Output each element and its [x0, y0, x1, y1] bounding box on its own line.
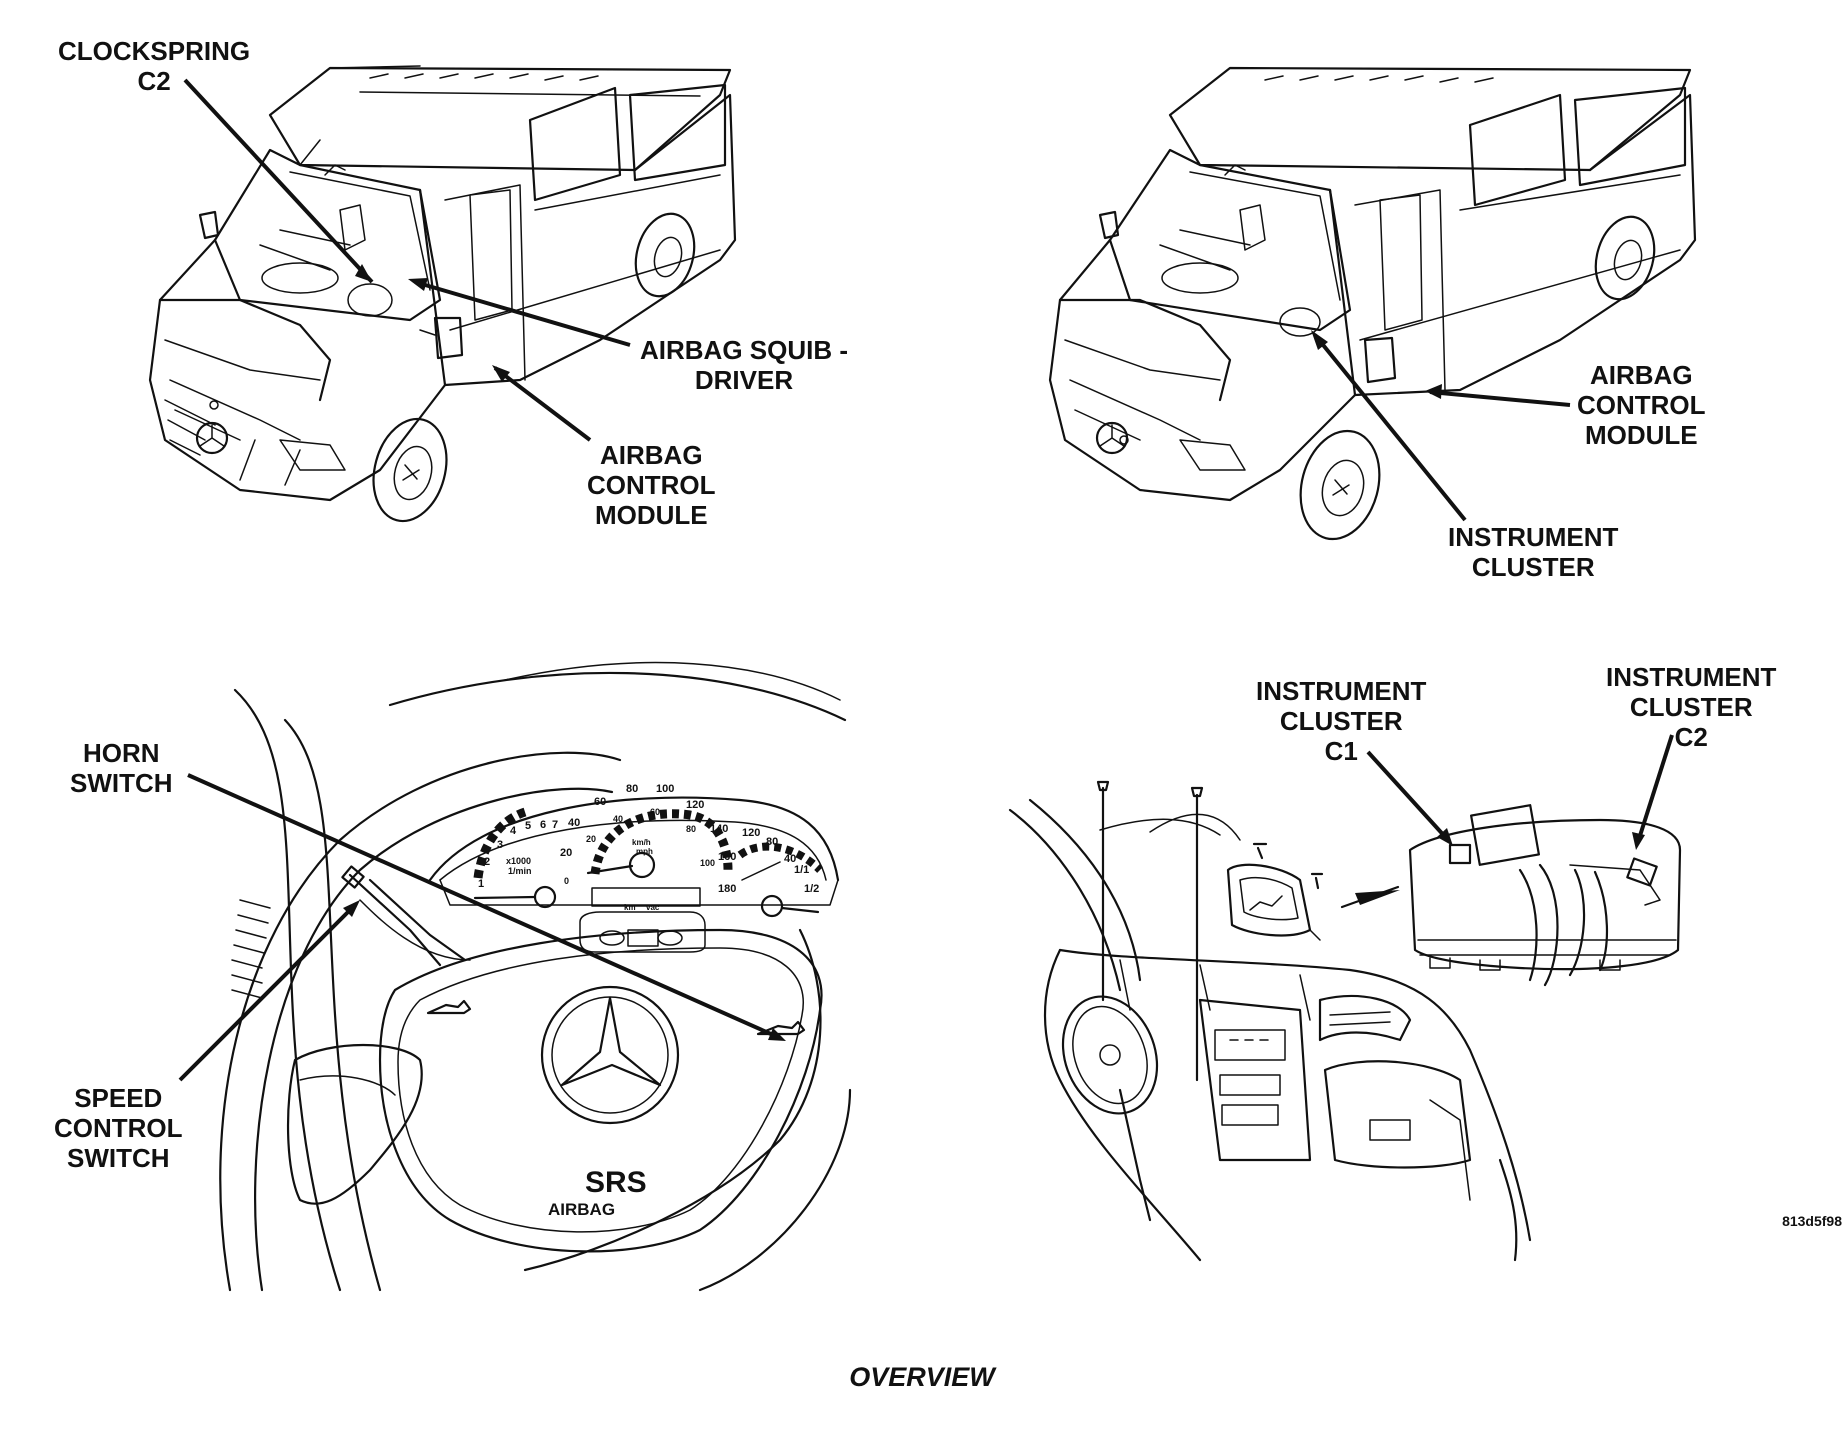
label-instrument-cluster: INSTRUMENT CLUSTER	[1448, 522, 1618, 582]
label-line: INSTRUMENT	[1606, 662, 1777, 692]
fuel-mark: 1/1	[794, 864, 809, 876]
speed-inner-num: 40	[613, 814, 623, 824]
dash-cluster-illustration	[1008, 780, 1682, 1262]
odo-units: km	[624, 903, 636, 912]
van-left-illustration	[148, 65, 737, 523]
fuel-mark: 1/2	[804, 883, 819, 895]
gauge-numbers: 1 2 3 4 5 6 7 x1000 1/min 20 40 60 80 10…	[478, 783, 819, 912]
right-num: 40	[784, 853, 796, 865]
label-line: SWITCH	[70, 768, 173, 798]
label-line: CLUSTER	[1279, 706, 1403, 736]
label-line: CLUSTER	[1629, 692, 1753, 722]
label-line: CLUSTER	[1471, 552, 1595, 582]
label-line: AIRBAG	[1589, 360, 1693, 390]
speed-outer-num: 160	[718, 851, 736, 863]
van-left-leaders	[183, 78, 631, 442]
leader-horn	[187, 773, 781, 1040]
leader-c1	[1366, 750, 1450, 842]
label-airbag-squib-line2: DRIVER	[694, 365, 794, 395]
speed-outer-num: 120	[686, 799, 704, 811]
speed-units: km/h	[632, 838, 651, 847]
tach-num: 2	[484, 856, 490, 868]
label-clockspring: CLOCKSPRING C2	[58, 36, 250, 96]
tach-num: 5	[525, 820, 531, 832]
leader-squib	[414, 280, 631, 347]
label-line: SWITCH	[67, 1143, 170, 1173]
speed-inner-num: 20	[586, 834, 596, 844]
tach-units: 1/min	[508, 866, 532, 876]
label-clockspring-line1: CLOCKSPRING	[58, 36, 251, 66]
leader-speed	[178, 903, 357, 1082]
speed-units: mph	[636, 847, 653, 856]
label-line: SPEED	[74, 1083, 163, 1113]
speed-outer-num: 60	[594, 796, 606, 808]
speed-outer-num: 100	[656, 783, 674, 795]
label-airbag-squib: AIRBAG SQUIB - DRIVER	[640, 335, 848, 395]
leader-module-left	[493, 366, 592, 442]
speed-inner-num: 0	[564, 876, 569, 886]
speed-outer-num: 20	[560, 847, 572, 859]
steering-wheel-illustration: 1 2 3 4 5 6 7 x1000 1/min 20 40 60 80 10…	[219, 661, 852, 1292]
label-line: MODULE	[1584, 420, 1698, 450]
tach-num: 6	[540, 819, 546, 831]
tach-num: 4	[510, 825, 517, 837]
leader-clockspring	[183, 78, 374, 284]
label-cluster-c2: INSTRUMENT CLUSTER C2	[1606, 662, 1776, 752]
label-line: CONTROL	[1577, 390, 1706, 420]
label-line: AIRBAG	[599, 440, 703, 470]
tach-num: 1	[478, 878, 484, 890]
label-line: MODULE	[594, 500, 708, 530]
speed-outer-num: 40	[568, 817, 580, 829]
label-line: INSTRUMENT	[1256, 676, 1427, 706]
right-num: 120	[742, 827, 760, 839]
label-line: C2	[1674, 722, 1708, 752]
leader-cluster	[1313, 333, 1467, 522]
right-num: 80	[766, 836, 778, 848]
leader-c2	[1636, 734, 1674, 843]
label-line: CONTROL	[54, 1113, 183, 1143]
label-cluster-c1: INSTRUMENT CLUSTER C1	[1256, 676, 1426, 766]
dash-leaders	[1366, 734, 1674, 850]
srs-text: SRS	[585, 1166, 647, 1199]
airbag-text: AIRBAG	[548, 1200, 615, 1219]
label-clockspring-line2: C2	[137, 66, 171, 96]
figure-id: 813d5f98	[1782, 1213, 1842, 1229]
odo-units: vac	[646, 903, 660, 912]
steering-leaders	[178, 773, 786, 1082]
label-speed-control-switch: SPEED CONTROL SWITCH	[54, 1083, 183, 1173]
label-airbag-squib-line1: AIRBAG SQUIB -	[640, 335, 848, 365]
tach-units: x1000	[506, 856, 531, 866]
van-right-leaders	[1311, 330, 1571, 522]
speed-inner-num: 80	[686, 824, 696, 834]
label-line: HORN	[82, 738, 160, 768]
speed-inner-num: 100	[700, 858, 715, 868]
label-line: CONTROL	[587, 470, 716, 500]
van-right-illustration	[1048, 66, 1697, 541]
tach-num: 7	[552, 819, 558, 831]
label-airbag-module-right: AIRBAG CONTROL MODULE	[1577, 360, 1706, 450]
speed-outer-num: 140	[710, 823, 728, 835]
label-line: C1	[1324, 736, 1358, 766]
speed-outer-num: 80	[626, 783, 638, 795]
label-horn-switch: HORN SWITCH	[70, 738, 173, 798]
speed-inner-num: 60	[650, 807, 660, 817]
speed-outer-num: 180	[718, 883, 736, 895]
leader-module-right	[1429, 390, 1571, 407]
label-line: INSTRUMENT	[1448, 522, 1619, 552]
figure-caption: OVERVIEW	[849, 1362, 995, 1392]
label-airbag-module-left: AIRBAG CONTROL MODULE	[587, 440, 716, 530]
tach-num: 3	[497, 839, 503, 851]
